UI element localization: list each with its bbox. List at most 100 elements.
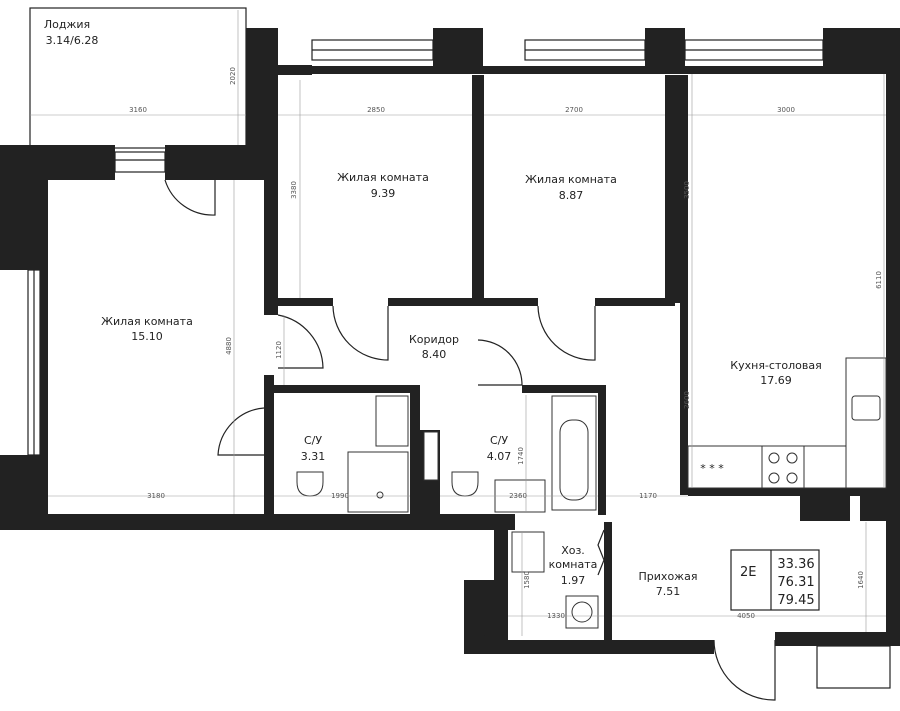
dim-hall-depth: 1640 <box>857 571 865 589</box>
dim-corridor-width: 1120 <box>275 341 283 359</box>
walls <box>0 7 900 689</box>
door-loggia <box>164 179 216 216</box>
dim-hall-width: 1170 <box>639 492 657 500</box>
room-area-bath2: 4.07 <box>487 450 512 463</box>
room-name-bath1: С/У <box>304 434 322 447</box>
room-area-hall: 7.51 <box>656 585 681 598</box>
summary-value-1: 33.36 <box>777 557 814 572</box>
dim-hall-width-lower: 4050 <box>737 612 755 620</box>
dim-bath2-width: 2360 <box>509 492 527 500</box>
wall-top-pier-2 <box>645 28 685 74</box>
kitchen-counter <box>687 445 769 489</box>
wall-utility-right <box>604 522 612 640</box>
room-name-utility-2: комната <box>549 558 598 571</box>
room-name-hall: Прихожая <box>639 570 698 583</box>
door-room3 <box>537 305 596 361</box>
dim-kitchen-depth-upper: 3500 <box>683 181 691 199</box>
dim-bath1-width: 1990 <box>331 492 349 500</box>
wall-bath2-right <box>598 385 606 515</box>
wall-left <box>40 270 48 520</box>
doors <box>164 179 776 701</box>
stove-icon <box>761 445 805 489</box>
door-utility <box>597 529 605 576</box>
room-name-bath2: С/У <box>490 434 508 447</box>
wall-bath1-bath2 <box>410 385 420 515</box>
bath1-cabinet <box>375 395 409 447</box>
wall-top-pier-1 <box>433 28 483 74</box>
wall-top-c <box>475 66 650 74</box>
wall-kitchen-bottom <box>688 488 900 496</box>
door-bath2 <box>477 339 523 386</box>
wall-right <box>886 66 900 636</box>
wall-top-d <box>680 66 830 74</box>
wall-top-a <box>262 65 312 75</box>
dim-bath2-depth: 1740 <box>517 447 525 465</box>
wall-loggia-bottom-right <box>165 145 275 180</box>
wall-bottom-left <box>0 514 515 530</box>
room-area-utility: 1.97 <box>561 574 586 587</box>
dim-kitchen-width: 3000 <box>777 106 795 114</box>
wall-left-upper-pier <box>10 180 48 270</box>
room-name-living2: Жилая комната <box>337 171 429 184</box>
door-entrance <box>713 639 776 701</box>
room-name-living3: Жилая комната <box>525 173 617 186</box>
wall-utility-left <box>494 522 508 652</box>
wall-bath2-top <box>522 385 602 393</box>
wall-room3-bottom <box>595 298 675 306</box>
wall-room1-right <box>264 75 278 315</box>
shower-tray-icon <box>347 451 409 513</box>
summary-frame <box>730 549 820 611</box>
room-area-living3: 8.87 <box>559 189 584 202</box>
kitchen-counter-2 <box>803 445 847 489</box>
room-name-loggia: Лоджия <box>44 18 90 31</box>
room-labels: Лоджия 3.14/6.28 Жилая комната 15.10 Жил… <box>44 18 822 598</box>
windows <box>27 39 824 456</box>
door-room2 <box>332 305 389 361</box>
room-area-corridor: 8.40 <box>422 348 447 361</box>
dim-room2-depth: 3380 <box>290 181 298 199</box>
room-area-living2: 9.39 <box>371 187 396 200</box>
wall-kitchen-shaft <box>800 496 850 521</box>
room-area-living1: 15.10 <box>131 330 163 343</box>
wall-loggia-bottom-left <box>0 145 115 180</box>
room-name-corridor: Коридор <box>409 333 459 346</box>
wall-entrance-left <box>464 580 494 650</box>
svg-text:* * *: * * * <box>700 462 724 475</box>
wall-bottom-hall-left <box>464 640 714 654</box>
room-name-kitchen: Кухня-столовая <box>730 359 821 372</box>
toilet-icon-2 <box>451 471 479 497</box>
apartment-code: 2E <box>740 565 757 580</box>
wall-room2-room3 <box>472 75 484 303</box>
summary-box: 2E 33.36 76.31 79.45 <box>730 549 820 611</box>
wall-bath1-top <box>264 385 414 393</box>
wall-room2-bottom-b <box>388 298 538 306</box>
sink-icon-kitchen <box>851 395 881 421</box>
dim-utility-width: 1330 <box>547 612 565 620</box>
wall-room2-bottom-a <box>278 298 333 306</box>
wall-kitchen-left <box>680 75 688 495</box>
dim-kitchen-depth-lower: 2600 <box>683 391 691 409</box>
wall-bottom-hall-right <box>775 632 900 646</box>
wall-top-b <box>300 66 440 74</box>
dim-kitchen-depth: 6110 <box>875 271 883 289</box>
dimension-texts: 3160 2020 2850 3380 2700 3000 3500 6110 … <box>129 67 883 620</box>
dim-utility-depth: 1580 <box>523 571 531 589</box>
room-name-utility: Хоз. <box>561 544 585 557</box>
room-area-loggia: 3.14/6.28 <box>46 34 99 47</box>
door-room1 <box>277 314 324 369</box>
kitchen-counter-3 <box>845 357 887 489</box>
dim-room1-depth: 4880 <box>225 337 233 355</box>
entrance-niche <box>816 645 891 689</box>
dim-room1-width: 3180 <box>147 492 165 500</box>
wall-kitchen-shaft-2 <box>860 496 900 521</box>
heated-towel-rail <box>423 431 439 481</box>
summary-value-3: 79.45 <box>777 593 814 608</box>
dim-room3-width: 2700 <box>565 106 583 114</box>
door-bath1 <box>217 407 265 456</box>
toilet-icon <box>296 471 324 497</box>
room-area-bath1: 3.31 <box>301 450 326 463</box>
dim-loggia-width: 3160 <box>129 106 147 114</box>
utility-sink <box>511 531 545 573</box>
room-area-kitchen: 17.69 <box>760 374 792 387</box>
